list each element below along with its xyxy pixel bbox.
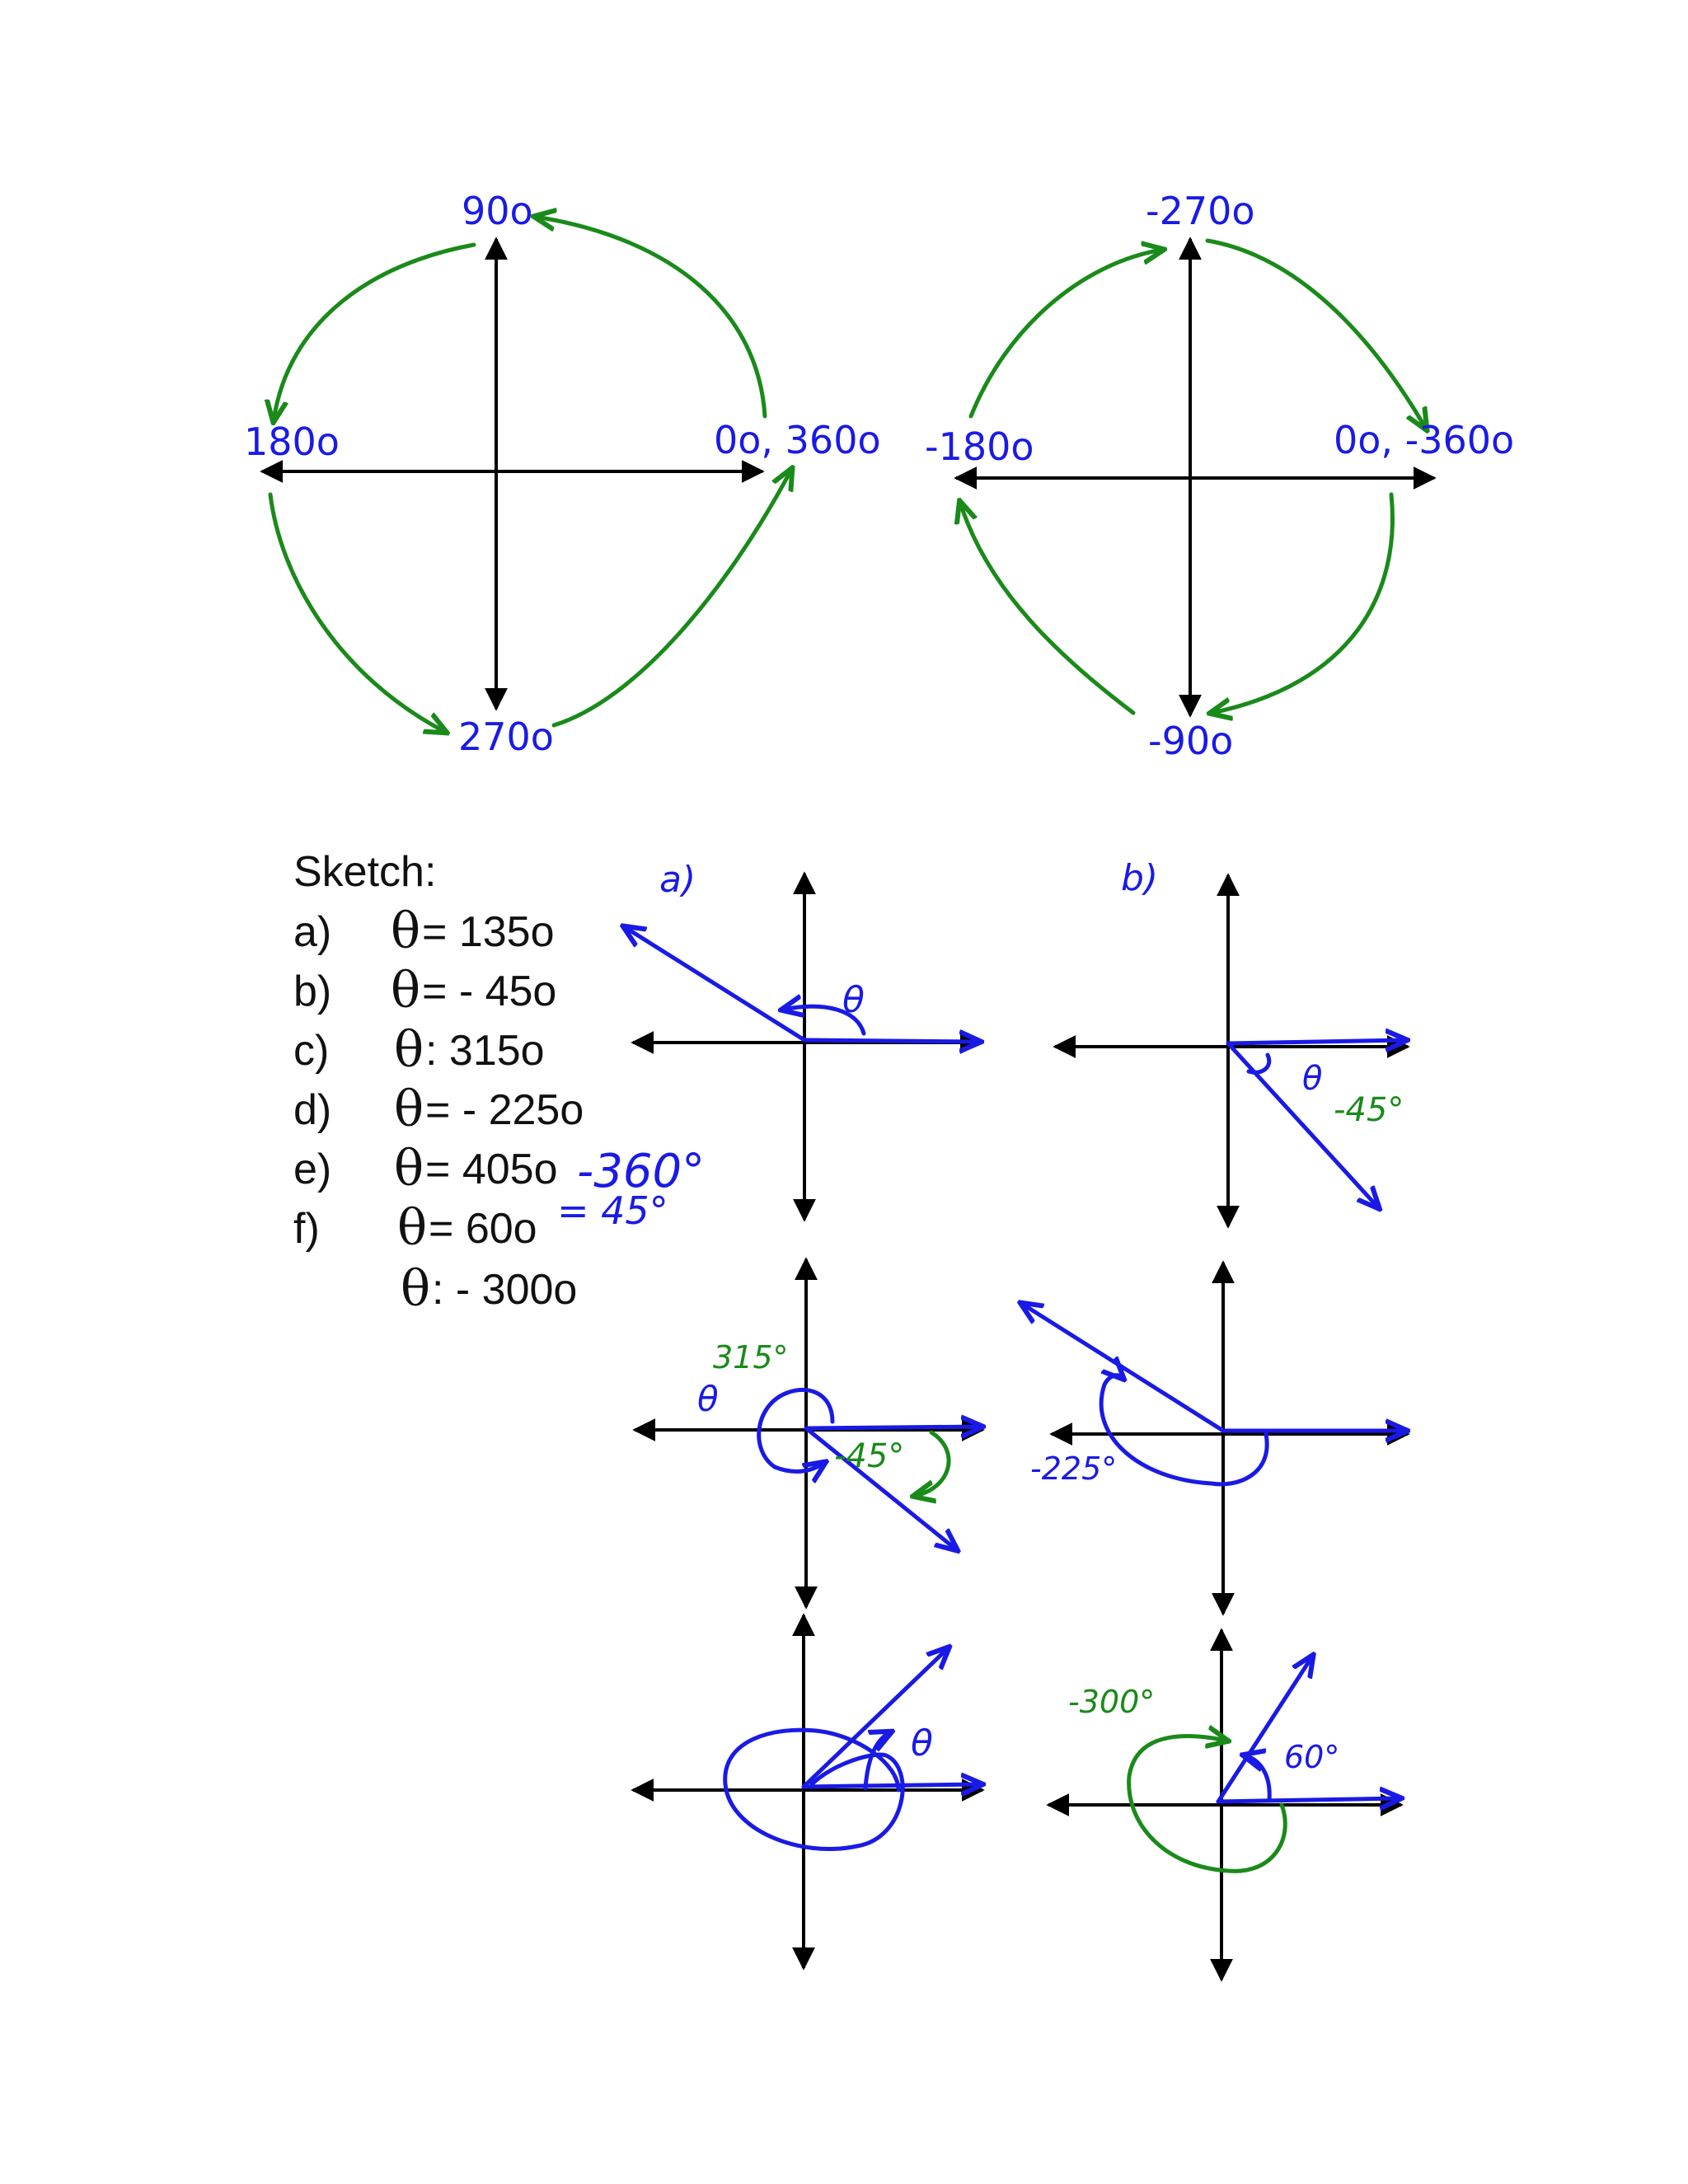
- angle-arc-neg45: [915, 1430, 951, 1496]
- item-letter-d: d): [293, 1086, 331, 1134]
- item-letter-e: e): [293, 1146, 331, 1193]
- theta-mark: θ: [1302, 1060, 1322, 1098]
- initial-ray: [1216, 1798, 1400, 1802]
- theta-symbol: θ: [391, 962, 420, 1019]
- angle-label-pos: 315°: [713, 1339, 789, 1376]
- rotation-arrow-270-to-360: [551, 470, 791, 728]
- initial-ray: [1226, 1040, 1405, 1043]
- angle-label: -45°: [1334, 1091, 1404, 1129]
- item-letter-f: f): [293, 1205, 320, 1253]
- note-minus-360: -360°: [577, 1145, 705, 1198]
- sketch-exercise-list: Sketch: a) θ = 135o b) θ = - 45o c) θ : …: [293, 848, 705, 1318]
- angle-spiral: [723, 1727, 905, 1851]
- theta-symbol: θ: [391, 902, 420, 960]
- theta-symbol: θ: [401, 1260, 430, 1318]
- initial-ray: [802, 1040, 979, 1042]
- item-value-f2: : - 300o: [432, 1266, 577, 1314]
- angle-label-neg: -45°: [834, 1437, 904, 1475]
- item-value-a: = 135o: [422, 908, 555, 956]
- theta-mark: θ: [911, 1722, 933, 1765]
- label-neg270: -270o: [1146, 189, 1255, 233]
- rotation-arrow-90-to-180: [274, 242, 476, 420]
- theta-symbol: θ: [394, 1080, 424, 1138]
- item-letter-a: a): [293, 908, 331, 956]
- positive-angle-diagram: 90o 180o 0o, 360o 270o: [244, 189, 881, 759]
- rotation-arrow-0-to-neg90: [1212, 492, 1395, 713]
- angle-arc: [783, 1006, 866, 1036]
- label-90: 90o: [462, 189, 533, 233]
- label-neg180: -180o: [925, 424, 1034, 469]
- terminal-ray: [801, 1648, 948, 1789]
- item-value-c: : 315o: [425, 1027, 545, 1075]
- theta-symbol: θ: [394, 1140, 424, 1197]
- angle-arc-60: [1245, 1755, 1272, 1802]
- rotation-arrow-180-to-270: [268, 492, 445, 732]
- label-180: 180o: [244, 419, 340, 464]
- initial-ray: [804, 1427, 981, 1428]
- rotation-arrow-neg90-to-neg180: [960, 503, 1136, 715]
- label-b: b): [1121, 857, 1158, 899]
- angle-label: -225°: [1030, 1451, 1117, 1487]
- angle-label-neg: -300°: [1068, 1684, 1155, 1720]
- rotation-arrow-0-to-90: [536, 217, 767, 419]
- angle-arc: [1246, 1052, 1272, 1075]
- label-0-360: 0o, 360o: [714, 418, 881, 462]
- label-0-neg360: 0o, -360o: [1334, 418, 1514, 462]
- label-270: 270o: [458, 715, 554, 759]
- terminal-ray: [1022, 1304, 1226, 1433]
- label-neg90: -90o: [1148, 719, 1233, 763]
- rotation-arrow-neg270-to-neg360: [1205, 238, 1426, 429]
- sketch-c: 315° θ -45°: [632, 1257, 982, 1610]
- sketch-f: -300° 60°: [1046, 1628, 1401, 1982]
- item-value-e: = 405o: [425, 1146, 558, 1193]
- theta-symbol: θ: [394, 1021, 424, 1079]
- theta-mark: θ: [842, 979, 865, 1021]
- label-a: a): [659, 859, 696, 901]
- angle-label-pos: 60°: [1284, 1739, 1339, 1775]
- item-letter-b: b): [293, 968, 331, 1015]
- item-letter-c: c): [293, 1027, 329, 1075]
- item-value-f: = 60o: [429, 1205, 537, 1253]
- note-equals-45: = 45°: [557, 1188, 668, 1233]
- terminal-ray: [625, 927, 807, 1043]
- item-value-b: = - 45o: [422, 968, 556, 1015]
- sketch-b: b) θ -45°: [1053, 857, 1408, 1229]
- negative-angle-diagram: -270o -180o 0o, -360o -90o: [925, 189, 1514, 763]
- theta-mark: θ: [697, 1379, 719, 1419]
- initial-ray: [801, 1784, 981, 1787]
- terminal-ray: [804, 1426, 956, 1549]
- sketch-title: Sketch:: [293, 848, 436, 896]
- sketch-d: -225°: [1022, 1260, 1408, 1616]
- angle-arc: [863, 1732, 890, 1791]
- item-value-d: = - 225o: [425, 1086, 584, 1134]
- sketch-e: θ: [631, 1613, 982, 1971]
- theta-symbol: θ: [397, 1199, 427, 1257]
- rotation-arrow-neg180-to-neg270: [968, 250, 1162, 419]
- angle-arc-neg300: [1127, 1736, 1287, 1873]
- sketch-a: a) θ: [625, 859, 981, 1222]
- angle-arc-315: [757, 1387, 835, 1471]
- angle-arc: [1099, 1376, 1269, 1487]
- terminal-ray: [1216, 1657, 1312, 1804]
